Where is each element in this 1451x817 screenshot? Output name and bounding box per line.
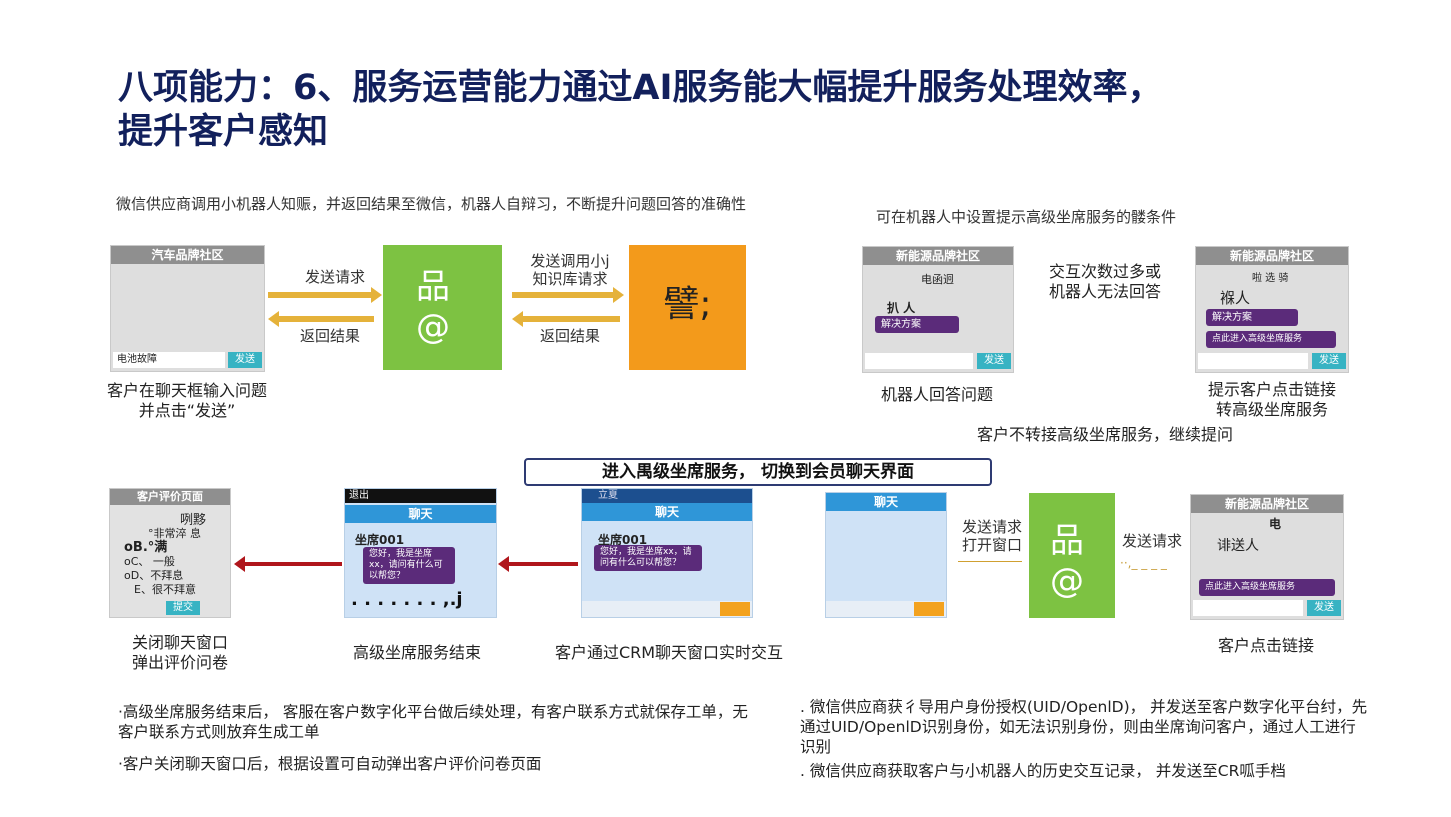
note-item: ·客户关闭聊天窗口后，根据设置可自动弹出客户评价问卷页面 — [118, 755, 542, 773]
robot-glyph: 品 @ — [416, 267, 450, 347]
notes-right: . 微信供应商获彳导用户身份授权(UID/OpenlD)， 并发送至客户数字化平… — [800, 697, 1370, 781]
note-item: . 微信供应商获取客户与小机器人的历史交互记录， 并发送至CR呱手档 — [800, 762, 1286, 780]
phone-text-line: 电函迥 — [921, 273, 954, 286]
knowledge-base-glyph: 譬; — [663, 284, 712, 325]
crm-chat: 立夏 聊天 坐席001 您好，我是坐席xx，请问有什么可以帮您？ — [581, 488, 753, 618]
arrow-kb-return-label: 返回结果 — [539, 327, 600, 345]
chat-top-bar: 立夏 — [582, 489, 752, 503]
click-link-caption: 客户点击链接 — [1217, 636, 1314, 655]
chat-header: 聊天 — [826, 493, 946, 511]
chat-input[interactable]: 电池故障 — [113, 352, 225, 368]
click-link-phone: 新能源品牌社区 电 诽送人 点此进入高级坐席服务 发送 — [1190, 494, 1344, 620]
phone-text-line: 扒 人 — [887, 301, 916, 315]
chat-input[interactable] — [865, 353, 973, 369]
arrow-left-red — [498, 556, 578, 572]
chat-input[interactable] — [1198, 353, 1308, 369]
title-line-1: 八项能力：6、服务运营能力通过AI服务能大幅提升服务处理效率， — [118, 68, 1163, 108]
chat-top-bar[interactable]: 退出 — [345, 489, 496, 503]
arrow-left-red — [234, 556, 342, 572]
agent-bubble: 您好，我是坐席xx，请问有什么可以帮您？ — [363, 547, 455, 584]
crm-caption: 客户通过CRM聊天窗口实时交互 — [554, 643, 784, 662]
continue-asking-note: 客户不转接高级坐席服务，继续提问 — [976, 425, 1233, 444]
page-title: 八项能力：6、服务运营能力通过AI服务能大幅提升服务处理效率， 提升客户感知 — [118, 66, 1318, 154]
survey-text-line: 咧黟 — [180, 513, 207, 528]
survey-option[interactable]: oB.°满 — [124, 540, 168, 555]
send-request-label: 发送请求 — [1122, 532, 1183, 550]
top-right-caption-1: 机器人回答问题 — [880, 385, 993, 404]
arrow-kb-request-label: 发送调用小j 知识库请求 — [530, 252, 610, 288]
robot-glyph: 品 @ — [1050, 521, 1084, 601]
survey-header: 客户评价页面 — [110, 489, 230, 505]
robot-box: 品 @ — [1029, 493, 1115, 618]
agent-end-chat: 退出 聊天 坐席001 您好，我是坐席xx，请问有什么可以帮您？ . . . .… — [344, 488, 497, 618]
solution-bubble: 解决方案 — [1206, 309, 1298, 326]
connector-line — [958, 561, 1022, 562]
chat-footer — [582, 601, 752, 617]
arrow-left-kb-return — [512, 311, 620, 327]
notes-left: ·高级坐席服务结束后， 客服在客户数字化平台做后续处理，有客户联系方式就保存工单… — [118, 702, 758, 774]
phone-text-line: 诽送人 — [1217, 538, 1259, 554]
arrow-return-label: 返回结果 — [299, 327, 360, 345]
agent-end-caption: 高级坐席服务结束 — [352, 643, 481, 662]
arrow-right-kb — [512, 287, 624, 303]
agent-name: 坐席001 — [355, 533, 405, 547]
agent-bubble: 您好，我是坐席xx，请问有什么可以帮您？ — [594, 545, 702, 571]
survey-options: °非常淬 息 oB.°满 oC、 一般 oD、不拜息 E、很不拜意 — [124, 527, 228, 597]
top-left-description: 微信供应商调用小机器人知赈，并返回结果至微信，机器人自辩习，不断提升问题回答的准… — [116, 195, 747, 213]
survey-caption: 关闭聊天窗口 弹出评价问卷 — [131, 633, 228, 672]
phone-text-line: 电 — [1269, 517, 1282, 531]
phone-text-line: 褓人 — [1220, 289, 1251, 307]
solution-bubble: 解决方案 — [875, 316, 959, 333]
robot-box: 品 @ — [383, 245, 502, 370]
send-button[interactable]: 发送 — [1312, 353, 1346, 369]
arrow-right-send — [268, 287, 382, 303]
survey-option[interactable]: oD、不拜息 — [124, 569, 184, 582]
advanced-service-link[interactable]: 点此进入高级坐席服务 — [1206, 331, 1336, 348]
phone-text-line: 啦 选 骑 — [1252, 273, 1289, 284]
send-arrow-button[interactable] — [914, 602, 944, 616]
top-right-description: 可在机器人中设置提示高级坐席服务的髅条件 — [876, 208, 1177, 226]
transfer-prompt-phone: 新能源品牌社区 啦 选 骑 褓人 解决方案 点此进入高级坐席服务 发送 — [1195, 246, 1349, 373]
advanced-service-banner: 进入禺级坐席服务， 切换到会员聊天界面 — [524, 458, 992, 486]
auto-community-phone: 汽车品牌社区 电池故障 发送 — [110, 245, 265, 372]
member-chat: 聊天 — [825, 492, 947, 618]
phone-header: 汽车品牌社区 — [111, 246, 264, 264]
survey-option[interactable]: E、很不拜意 — [134, 583, 196, 596]
survey-submit-button[interactable]: 提交 — [166, 601, 200, 615]
dashed-connector: ··,_ _ _ _ — [1120, 556, 1167, 570]
transfer-condition: 交互次数过多或 机器人无法回答 — [1048, 262, 1161, 301]
survey-option[interactable]: oC、 一般 — [124, 555, 175, 568]
note-item: . 微信供应商获彳导用户身份授权(UID/OpenlD)， 并发送至客户数字化平… — [800, 698, 1368, 756]
survey-phone: 客户评价页面 咧黟 °非常淬 息 oB.°满 oC、 一般 oD、不拜息 E、很… — [109, 488, 231, 618]
knowledge-base-box: 譬; — [629, 245, 746, 370]
typing-dots: . . . . . . . ,.j — [351, 589, 463, 610]
robot-answer-phone: 新能源品牌社区 电函迥 扒 人 解决方案 发送 — [862, 246, 1014, 373]
send-button[interactable]: 发送 — [228, 352, 262, 368]
send-button[interactable]: 发送 — [1307, 600, 1341, 616]
phone-header: 新能源品牌社区 — [1196, 247, 1348, 265]
top-left-caption: 客户在聊天框输入问题并点击“发送” — [106, 381, 267, 420]
phone-header: 新能源品牌社区 — [1191, 495, 1343, 513]
arrow-send-label: 发送请求 — [304, 268, 365, 286]
arrow-left-return — [268, 311, 374, 327]
advanced-service-link[interactable]: 点此进入高级坐席服务 — [1199, 579, 1335, 596]
phone-header: 新能源品牌社区 — [863, 247, 1013, 265]
send-button[interactable]: 发送 — [977, 353, 1011, 369]
open-window-label: 发送请求 打开窗口 — [961, 518, 1022, 554]
chat-input[interactable] — [1193, 600, 1303, 616]
chat-header: 聊天 — [345, 505, 496, 523]
send-arrow-button[interactable] — [720, 602, 750, 616]
survey-option[interactable]: °非常淬 息 — [148, 527, 201, 540]
top-right-caption-2: 提示客户点击链接 转高级坐席服务 — [1207, 380, 1336, 419]
title-line-2: 提升客户感知 — [118, 112, 329, 152]
agent-name: 坐席001 — [598, 533, 648, 547]
note-item: ·高级坐席服务结束后， 客服在客户数字化平台做后续处理，有客户联系方式就保存工单… — [118, 703, 748, 741]
chat-header: 聊天 — [582, 503, 752, 521]
